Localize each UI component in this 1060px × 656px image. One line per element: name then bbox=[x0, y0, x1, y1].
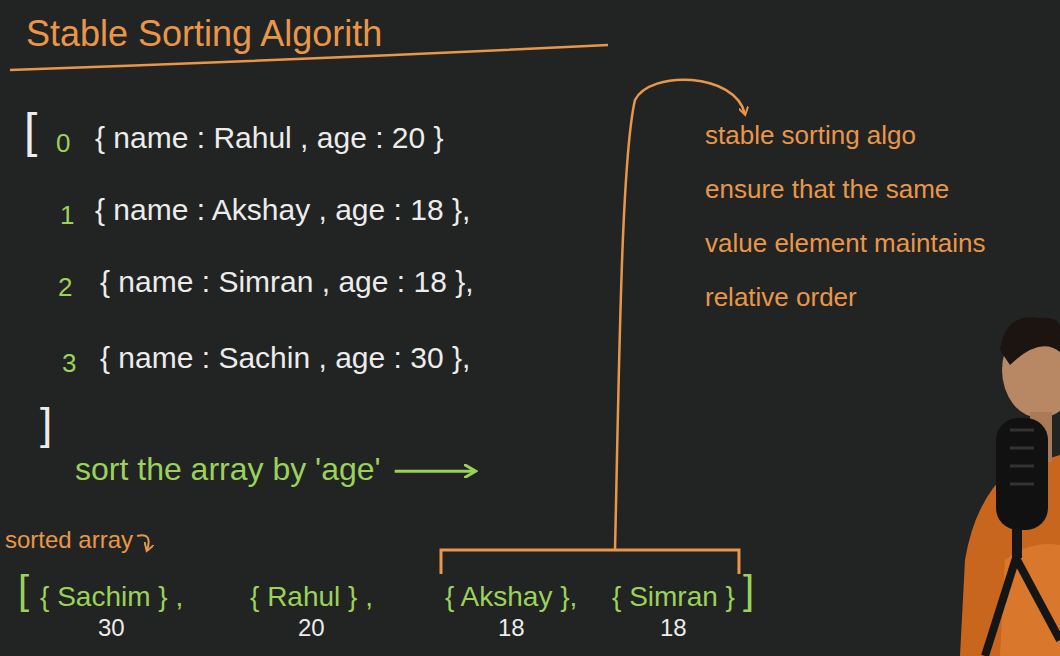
index-number: 1 bbox=[60, 200, 74, 231]
index-number: 3 bbox=[62, 348, 76, 379]
sort-arrow bbox=[395, 470, 475, 473]
callout-curve bbox=[615, 80, 745, 550]
sorted-item: { Akshay }, bbox=[445, 580, 577, 614]
age-number: 18 bbox=[660, 614, 687, 643]
index-number: 0 bbox=[56, 128, 70, 159]
object-text: { name : Rahul , age : 20 } bbox=[95, 120, 444, 156]
bracket-open: [ bbox=[18, 566, 29, 614]
presenter bbox=[960, 317, 1060, 656]
group-bracket bbox=[441, 550, 739, 574]
object-text: { name : Akshay , age : 18 }, bbox=[95, 192, 470, 228]
bracket-close: ] bbox=[743, 566, 754, 614]
instruction-text: sort the array by 'age' bbox=[75, 450, 381, 488]
age-number: 20 bbox=[298, 614, 325, 643]
index-number: 2 bbox=[58, 272, 72, 303]
sorted-item: { Rahul } , bbox=[250, 580, 373, 614]
sorted-label: sorted array bbox=[5, 526, 133, 555]
bracket-close: ] bbox=[40, 398, 52, 451]
age-number: 18 bbox=[498, 614, 525, 643]
sorted-array-hook bbox=[137, 535, 149, 550]
age-number: 30 bbox=[98, 614, 125, 643]
object-text: { name : Simran , age : 18 }, bbox=[100, 264, 474, 300]
sorted-item: { Simran } bbox=[612, 580, 735, 614]
object-text: { name : Sachin , age : 30 }, bbox=[100, 340, 470, 376]
title: Stable Sorting Algorith bbox=[26, 12, 382, 55]
sorted-item: { Sachim } , bbox=[40, 580, 183, 614]
note-text: stable sorting algo ensure that the same… bbox=[705, 108, 990, 324]
bracket-open: [ bbox=[24, 102, 37, 160]
